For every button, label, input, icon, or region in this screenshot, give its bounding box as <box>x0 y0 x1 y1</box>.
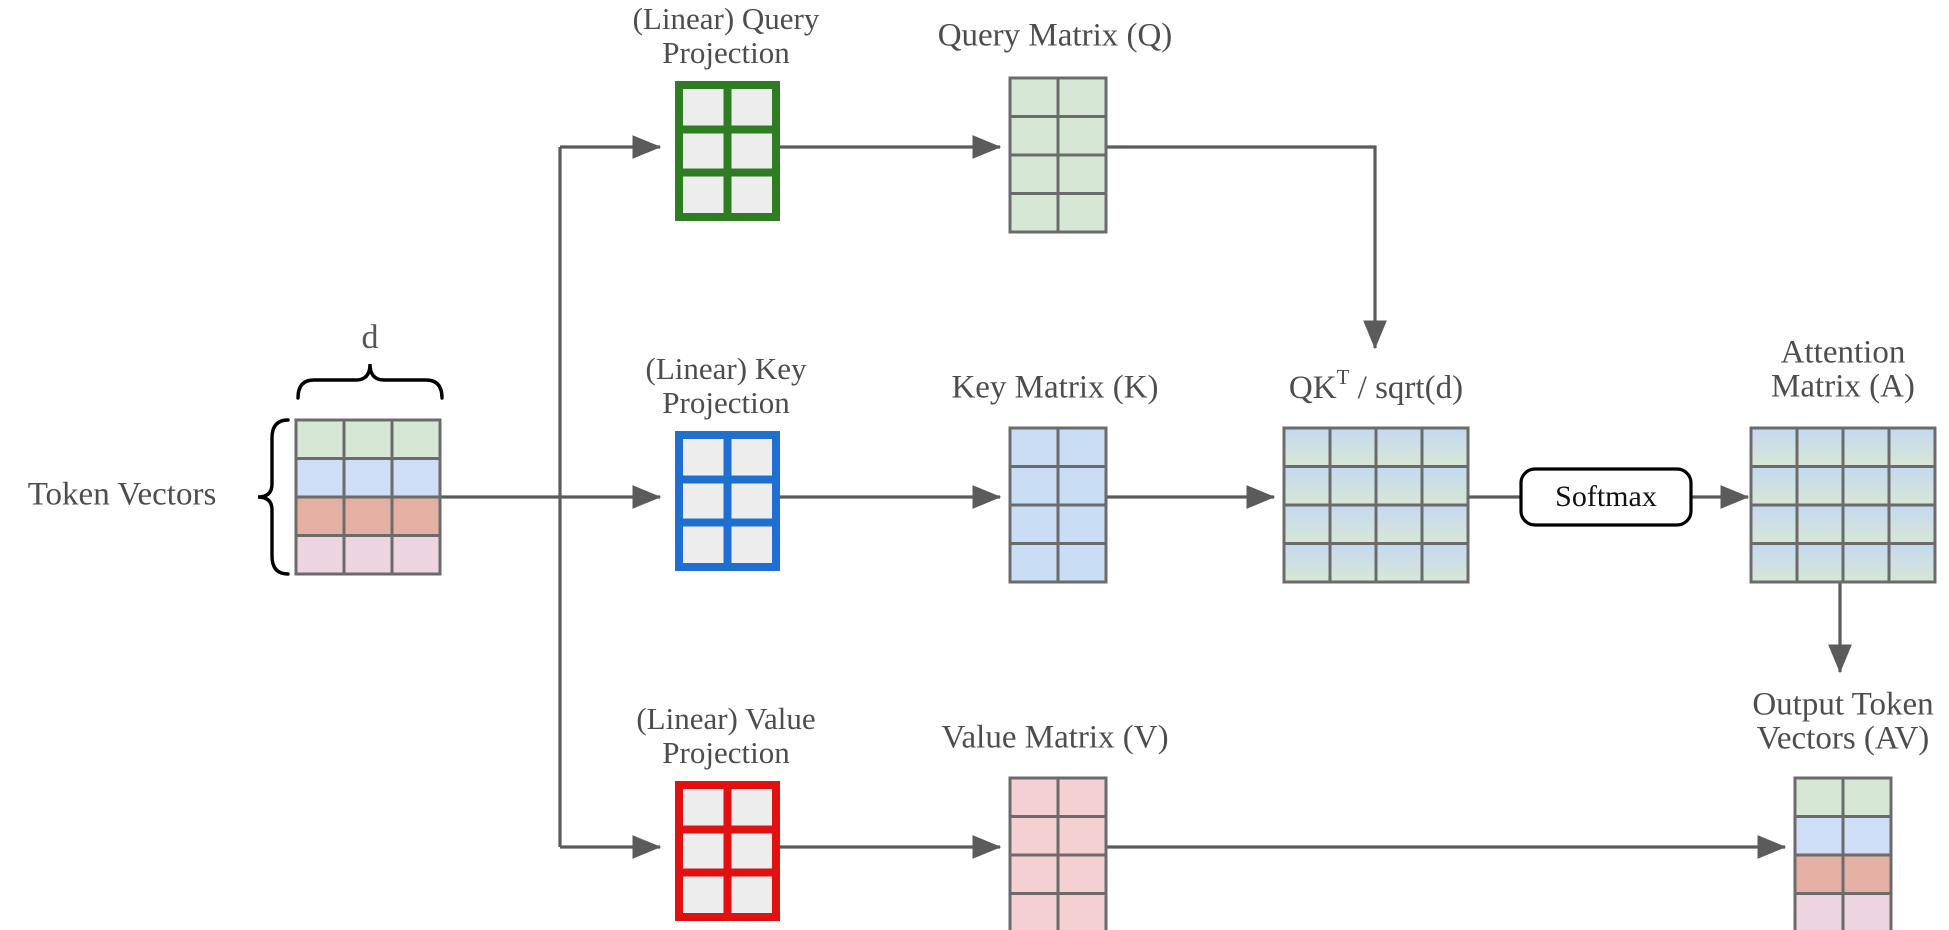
key-projection-matrix <box>675 431 780 571</box>
query-matrix <box>1008 76 1108 234</box>
key-projection-group: (Linear) Key Projection <box>646 351 807 571</box>
output-tokens-group: Output Token Vectors (AV) <box>1752 687 1934 930</box>
edge-q-to-scores <box>1106 145 1387 350</box>
softmax-box[interactable] <box>1519 467 1693 527</box>
token-vectors-group: d Token Vectors <box>28 319 444 576</box>
attention-matrix <box>1749 426 1937 584</box>
scores-label-superscript-t: T <box>1337 365 1350 389</box>
key-matrix-group: Key Matrix (K) <box>951 370 1159 584</box>
token-vectors-matrix <box>294 418 442 576</box>
edge-layer <box>440 135 1852 859</box>
query-projection-label-line2: Projection <box>662 35 790 70</box>
attention-matrix-label-line1: Attention <box>1781 335 1906 371</box>
token-vectors-brace <box>257 418 290 576</box>
value-projection-label-line2: Projection <box>662 735 790 770</box>
scores-matrix-group: QKT / sqrt(d) <box>1282 365 1470 584</box>
token-vectors-label: Token Vectors <box>28 477 217 513</box>
scores-matrix <box>1282 426 1470 584</box>
output-tokens-label-line1: Output Token <box>1752 687 1933 723</box>
scores-label: QKT / sqrt(d) <box>1289 365 1463 406</box>
softmax-label: Softmax <box>1555 480 1657 513</box>
softmax-node[interactable]: Softmax <box>1519 467 1693 527</box>
output-matrix <box>1793 776 1893 930</box>
query-projection-label-line1: (Linear) Query <box>633 1 820 36</box>
query-projection-matrix <box>675 81 780 221</box>
query-projection-group: (Linear) Query Projection <box>633 1 820 221</box>
query-matrix-group: Query Matrix (Q) <box>938 18 1173 234</box>
scores-label-qk: QK <box>1289 370 1337 406</box>
value-matrix <box>1008 776 1108 930</box>
key-projection-label-line1: (Linear) Key <box>646 351 807 386</box>
query-matrix-label: Query Matrix (Q) <box>938 18 1173 54</box>
key-matrix-label: Key Matrix (K) <box>951 370 1158 406</box>
scores-label-rest: / sqrt(d) <box>1349 370 1463 406</box>
attention-matrix-group: Attention Matrix (A) <box>1749 335 1937 584</box>
dimension-label-d: d <box>362 319 379 356</box>
output-tokens-label-line2: Vectors (AV) <box>1757 721 1930 757</box>
value-projection-label-line1: (Linear) Value <box>636 701 815 736</box>
value-matrix-label: Value Matrix (V) <box>941 720 1168 756</box>
dimension-brace-d <box>296 363 444 400</box>
value-matrix-group: Value Matrix (V) <box>941 720 1169 930</box>
attention-matrix-label-line2: Matrix (A) <box>1771 369 1915 405</box>
value-projection-group: (Linear) Value Projection <box>636 701 816 921</box>
value-projection-matrix <box>675 781 780 921</box>
key-projection-label-line2: Projection <box>662 385 790 420</box>
key-matrix <box>1008 426 1108 584</box>
